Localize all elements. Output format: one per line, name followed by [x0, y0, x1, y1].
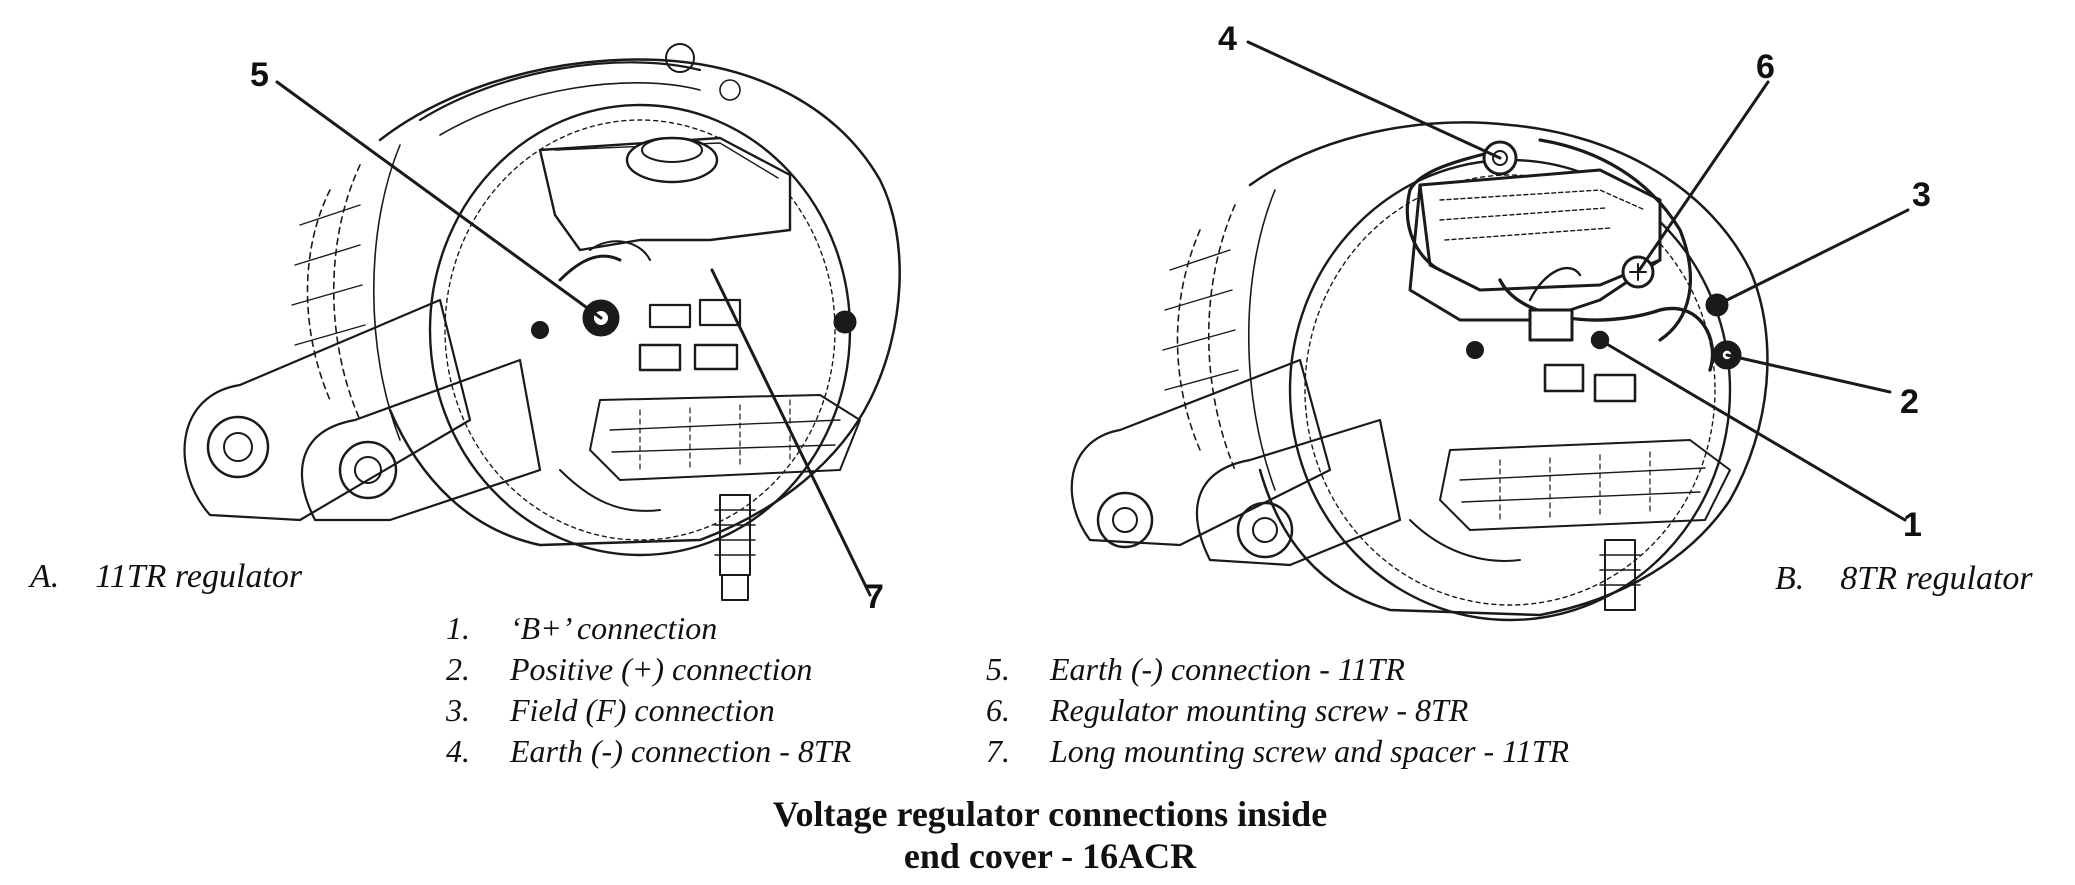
- leader-line-7: [710, 268, 872, 597]
- legend-item: 7. Long mounting screw and spacer - 11TR: [986, 731, 1569, 772]
- legend-text: Field (F) connection: [510, 692, 775, 728]
- panel-b-title: 8TR regulator: [1840, 560, 2033, 597]
- leader-line-5: [275, 80, 603, 320]
- callout-1: 1: [1903, 506, 1922, 544]
- legend-text: Earth (-) connection - 11TR: [1050, 651, 1405, 687]
- callout-3: 3: [1912, 176, 1931, 214]
- leader-line-2: [1725, 353, 1892, 394]
- panel-b-label: B. 8TR regulator: [1775, 562, 2033, 596]
- callout-4: 4: [1218, 20, 1237, 58]
- caption-line-1: Voltage regulator connections inside: [772, 794, 1328, 834]
- legend-number: 6.: [986, 692, 1010, 728]
- callout-5: 5: [250, 56, 269, 94]
- callout-2: 2: [1900, 383, 1919, 421]
- legend-number: 1.: [446, 610, 470, 646]
- legend-item: 4. Earth (-) connection - 8TR: [446, 731, 851, 772]
- figure-caption: Voltage regulator connections inside end…: [700, 793, 1400, 877]
- panel-a-letter: A.: [30, 558, 60, 595]
- legend-right: 5. Earth (-) connection - 11TR 6. Regulato…: [986, 649, 1569, 772]
- callout-7: 7: [865, 578, 884, 616]
- leader-line-1: [1598, 338, 1907, 522]
- panel-a-label: A. 11TR regulator: [30, 560, 302, 594]
- legend-number: 5.: [986, 651, 1010, 687]
- legend-item: 1. ‘B+’ connection: [446, 608, 851, 649]
- legend-item: 3. Field (F) connection: [446, 690, 851, 731]
- callout-6: 6: [1756, 48, 1775, 86]
- legend-text: Earth (-) connection - 8TR: [510, 733, 852, 769]
- leader-line-4: [1246, 40, 1502, 160]
- legend-text: ‘B+’ connection: [510, 610, 718, 646]
- legend-number: 2.: [446, 651, 470, 687]
- caption-line-2: end cover - 16ACR: [903, 836, 1197, 876]
- legend-item: 2. Positive (+) connection: [446, 649, 851, 690]
- legend-item: 6. Regulator mounting screw - 8TR: [986, 690, 1569, 731]
- leader-line-6: [1636, 80, 1770, 274]
- legend-left: 1. ‘B+’ connection 2. Positive (+) connect…: [446, 608, 851, 772]
- panel-a-title: 11TR regulator: [95, 558, 303, 595]
- legend-text: Positive (+) connection: [510, 651, 813, 687]
- legend-number: 4.: [446, 733, 470, 769]
- legend-number: 3.: [446, 692, 470, 728]
- panel-b-letter: B.: [1775, 560, 1805, 597]
- legend-item: 5. Earth (-) connection - 11TR: [986, 649, 1569, 690]
- legend-number: 7.: [986, 733, 1010, 769]
- legend-text: Regulator mounting screw - 8TR: [1050, 692, 1469, 728]
- legend-text: Long mounting screw and spacer - 11TR: [1050, 733, 1570, 769]
- leader-line-3: [1715, 208, 1910, 307]
- alternator-b-drawing: [1070, 121, 1769, 622]
- alternator-a-drawing: [183, 43, 901, 601]
